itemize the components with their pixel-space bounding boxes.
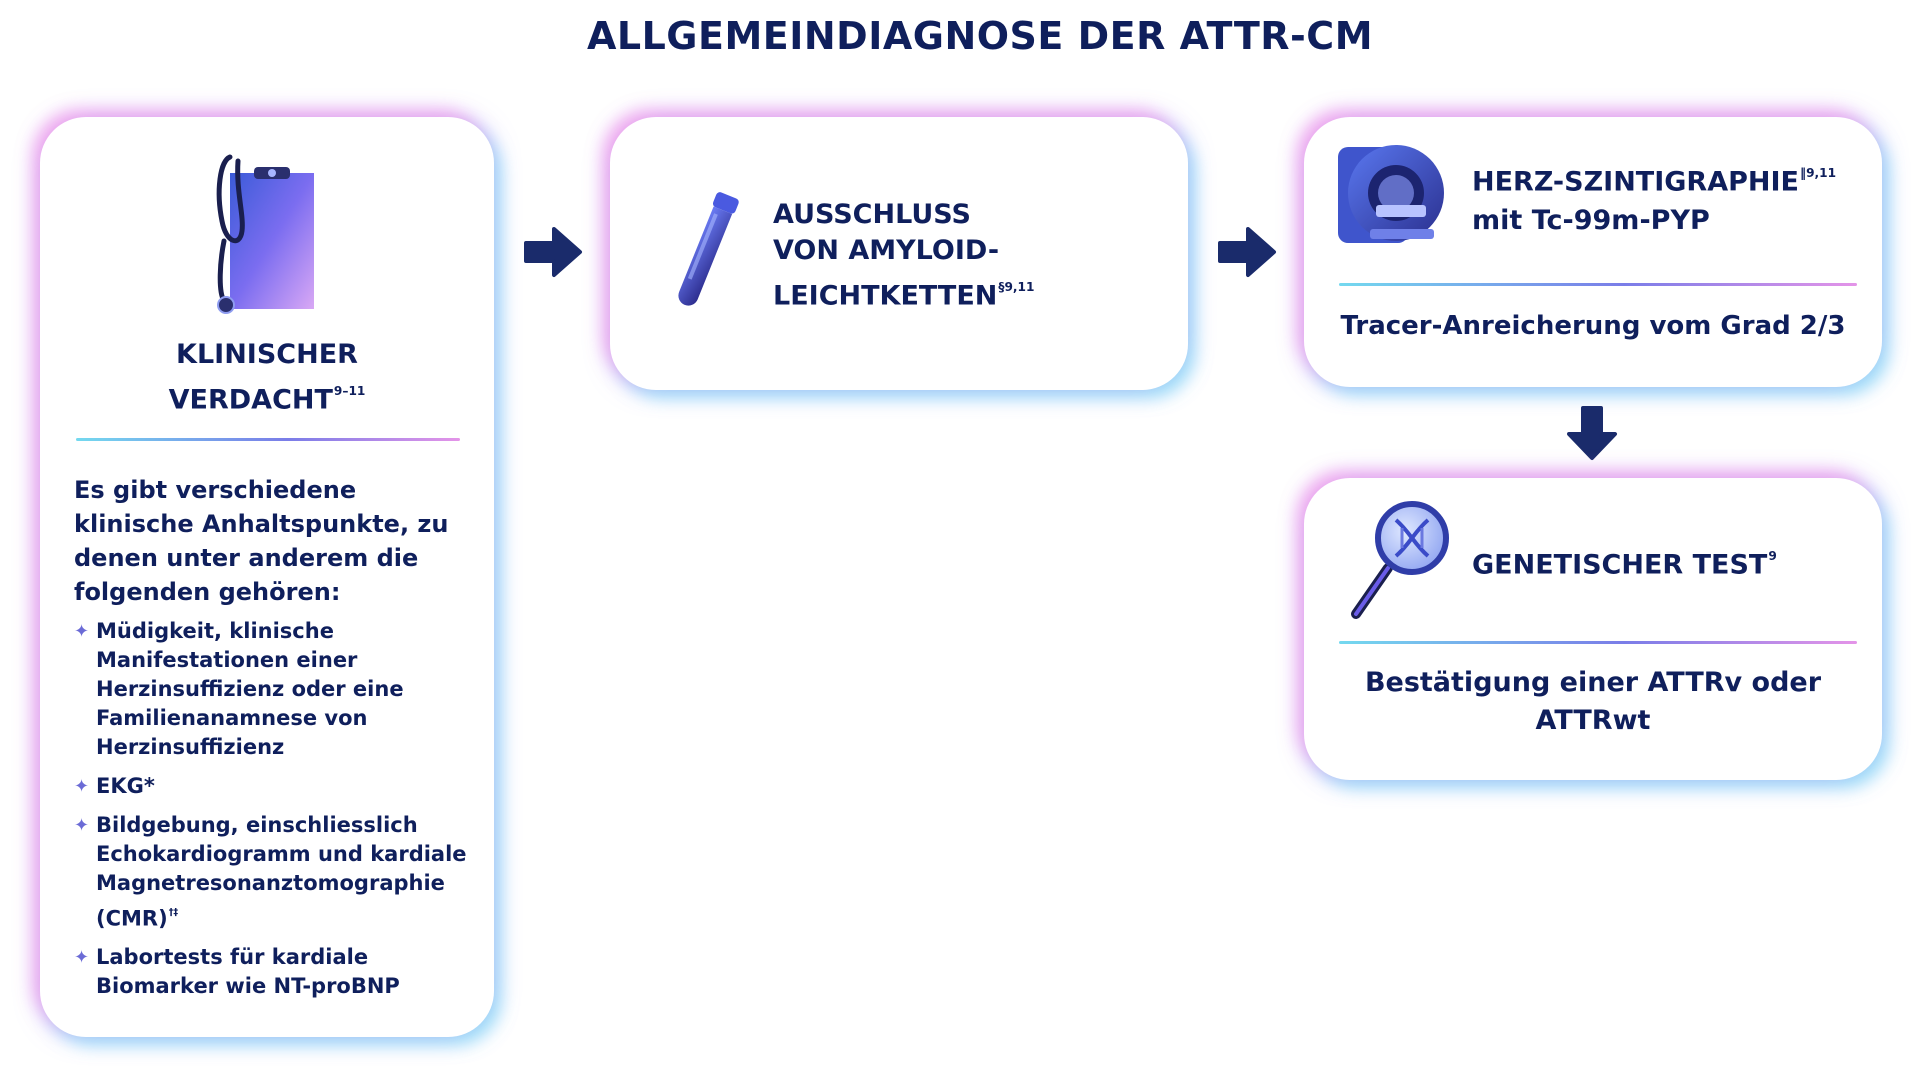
list-item-text: Bildgebung, einschliesslich Echokardiogr…: [96, 813, 467, 931]
clinical-heading-line2: VERDACHT: [168, 384, 333, 416]
genetic-heading-text: GENETISCHER TEST: [1472, 549, 1768, 581]
list-item: ✦ Bildgebung, einschliesslich Echokardiog…: [74, 811, 484, 933]
scintigraphy-heading-text: HERZ-SZINTIGRAPHIE: [1472, 166, 1799, 198]
genetic-heading: GENETISCHER TEST9: [1472, 538, 1777, 583]
bullet-star-icon: ✦: [74, 621, 90, 642]
exclusion-heading-line2: VON AMYLOID-: [773, 235, 1000, 266]
magnifier-dna-icon: [1351, 501, 1449, 619]
page-title: ALLGEMEINDIAGNOSE DER ATTR-CM: [586, 14, 1374, 58]
exclusion-heading-ref: §9,11: [998, 280, 1035, 294]
clinical-heading-ref: 9–11: [333, 384, 366, 398]
exclusion-heading-line1: AUSSCHLUSS: [773, 199, 971, 230]
list-item-text: Labortests für kardiale Biomarker wie NT…: [96, 945, 400, 999]
genetic-divider: [1339, 641, 1857, 644]
genetic-test-card: GENETISCHER TEST9 Bestätigung einer ATTR…: [1304, 478, 1882, 780]
bullet-star-icon: ✦: [74, 776, 90, 797]
stethoscope-clipboard-icon: [216, 154, 314, 314]
genetic-heading-ref: 9: [1768, 549, 1777, 563]
list-item-text: EKG*: [96, 774, 155, 798]
scintigraphy-divider: [1339, 283, 1857, 286]
list-item: ✦ Labortests für kardiale Biomarker wie N…: [74, 943, 484, 1001]
genetic-result-text: Bestätigung einer ATTRv oder ATTRwt: [1364, 667, 1822, 736]
list-item-text: Müdigkeit, klinische Manifestationen ein…: [96, 619, 404, 759]
clinical-list: ✦ Müdigkeit, klinische Manifestationen ei…: [74, 617, 484, 1011]
scintigraphy-result-text: Tracer-Anreicherung vom Grad 2/3: [1340, 311, 1846, 341]
clinical-divider: [76, 438, 460, 441]
clinical-heading-line1: KLINISCHER: [176, 339, 358, 370]
test-tube-icon: [678, 192, 739, 306]
list-item: ✦ EKG*: [74, 772, 484, 801]
scintigraphy-subheading: mit Tc-99m-PYP: [1472, 205, 1710, 236]
arrow-down-icon: [1567, 406, 1617, 460]
scintigraphy-card: HERZ-SZINTIGRAPHIE‖9,11 mit Tc-99m-PYP T…: [1304, 117, 1882, 387]
clinical-suspicion-card: KLINISCHER VERDACHT9–11 Es gibt verschie…: [40, 117, 494, 1037]
list-item-ref: †‡: [168, 907, 179, 918]
exclusion-heading: AUSSCHLUSS VON AMYLOID- LEICHTKETTEN§9,1…: [773, 197, 1173, 314]
arrow-right-icon: [524, 227, 582, 277]
light-chain-exclusion-card: AUSSCHLUSS VON AMYLOID- LEICHTKETTEN§9,1…: [610, 117, 1188, 390]
scintigraphy-heading: HERZ-SZINTIGRAPHIE‖9,11: [1472, 155, 1836, 200]
scintigraphy-heading-ref: ‖9,11: [1800, 166, 1837, 180]
exclusion-heading-line3: LEICHTKETTEN: [773, 280, 998, 312]
scanner-icon: [1338, 145, 1444, 243]
clinical-intro: Es gibt verschiedene klinische Anhaltspu…: [74, 476, 449, 606]
list-item: ✦ Müdigkeit, klinische Manifestationen ei…: [74, 617, 484, 762]
clinical-heading: KLINISCHER VERDACHT9–11: [40, 337, 494, 418]
bullet-star-icon: ✦: [74, 947, 90, 969]
bullet-star-icon: ✦: [74, 815, 90, 836]
arrow-right-icon: [1218, 227, 1276, 277]
